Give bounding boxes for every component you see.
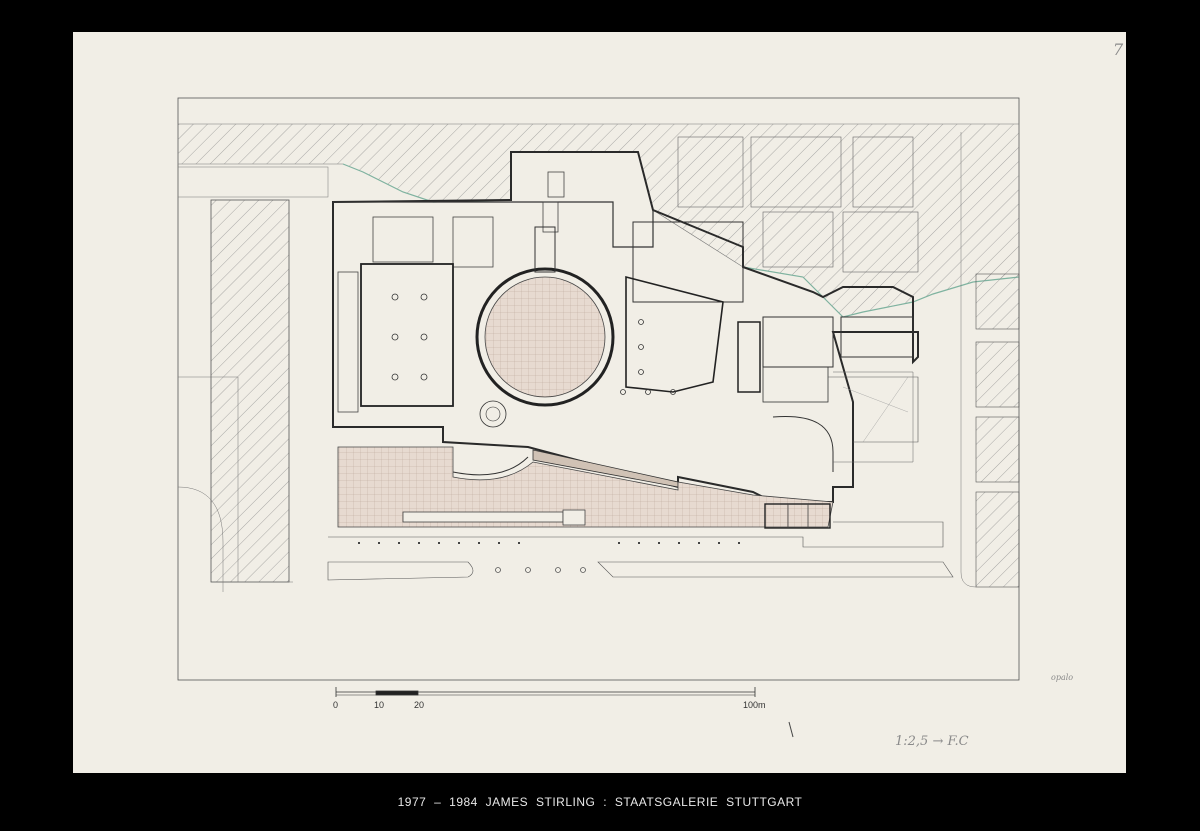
caption: 1977 – 1984 JAMES STIRLING : STAATSGALER…: [397, 795, 803, 809]
entrance-pavilion: [764, 503, 831, 529]
left-gallery: [360, 263, 454, 407]
scale-label-0: 0: [333, 700, 339, 710]
margin-handnote: opalo: [1051, 673, 1074, 682]
rotunda: [475, 267, 615, 407]
scale-label-10: 10: [374, 700, 385, 710]
scale-handnote: 1:2,5 → F.C: [895, 734, 969, 749]
scale-bar: [335, 687, 756, 697]
corner-mark: 7: [1113, 40, 1124, 59]
drawing-sheet: 0 10 20 100m 1:2,5 → F.C opalo 7: [73, 32, 1126, 773]
site-plan-drawing: [177, 97, 1020, 738]
right-building-1: [975, 273, 1020, 330]
scale-label-20: 20: [414, 700, 425, 710]
street: [327, 561, 954, 581]
terrace: [337, 446, 834, 528]
scale-label-100m: 100m: [743, 700, 766, 710]
left-building: [210, 199, 290, 583]
right-gallery: [625, 275, 724, 393]
